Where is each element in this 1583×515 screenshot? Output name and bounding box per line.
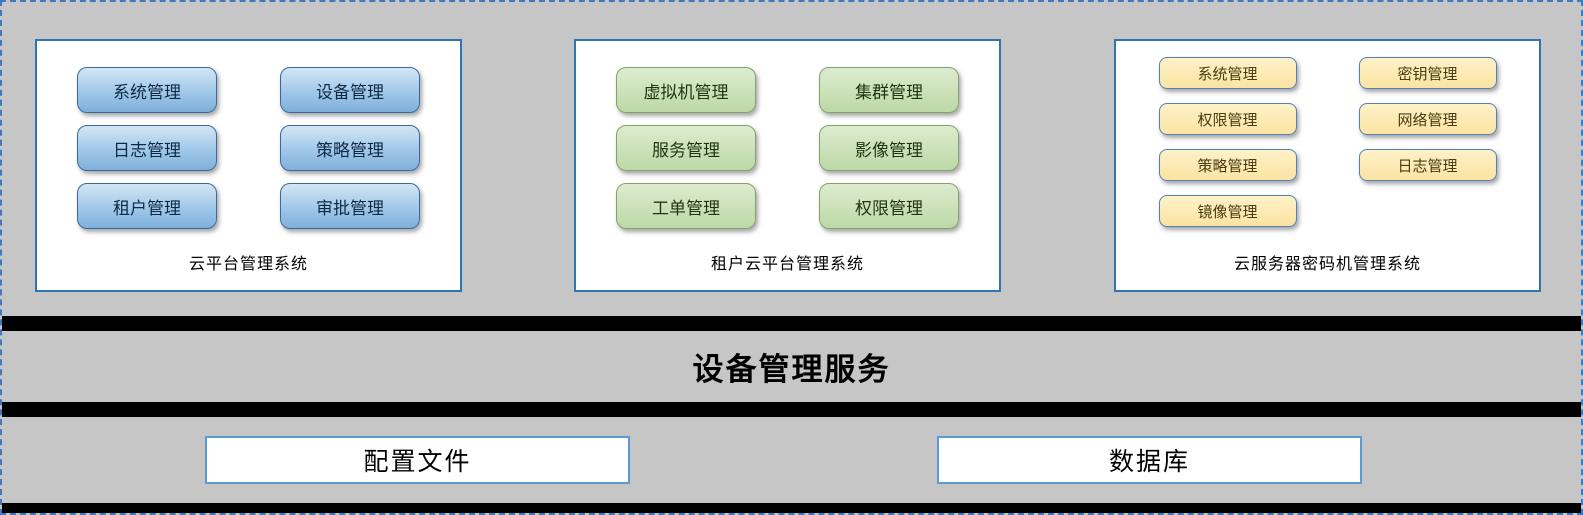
module-button: 虚拟机管理: [616, 67, 756, 113]
divider-bar: [2, 316, 1581, 331]
module-grid: 虚拟机管理 集群管理 服务管理 影像管理 工单管理 权限管理: [616, 67, 959, 229]
module-button: 影像管理: [819, 125, 959, 171]
module-button: 系统管理: [1158, 57, 1297, 89]
module-button: 日志管理: [77, 125, 217, 171]
module-button: 镜像管理: [1158, 195, 1297, 227]
divider-bar: [2, 503, 1581, 513]
module-button: 工单管理: [616, 183, 756, 229]
module-button: 服务管理: [616, 125, 756, 171]
device-management-service-band: 设备管理服务: [2, 331, 1581, 402]
panel-title: 云服务器密码机管理系统: [1233, 254, 1421, 273]
config-file-box: 配置文件: [205, 436, 630, 484]
module-button: 集群管理: [819, 67, 959, 113]
module-button: 系统管理: [77, 67, 217, 113]
module-button: 策略管理: [280, 125, 420, 171]
panel-title: 租户云平台管理系统: [710, 254, 864, 273]
panel-cloud-cipher-machine-system: 系统管理 密钥管理 权限管理 网络管理 策略管理 日志管理 镜像管理 云服务器密…: [1114, 39, 1541, 292]
module-button: 日志管理: [1358, 149, 1497, 181]
panel-cloud-platform-system: 系统管理 设备管理 日志管理 策略管理 租户管理 审批管理 云平台管理系统: [35, 39, 462, 292]
module-button: 网络管理: [1358, 103, 1497, 135]
divider-bar: [2, 402, 1581, 417]
module-button: 权限管理: [1158, 103, 1297, 135]
module-button: 权限管理: [819, 183, 959, 229]
module-grid: 系统管理 密钥管理 权限管理 网络管理 策略管理 日志管理 镜像管理: [1158, 57, 1497, 227]
database-box: 数据库: [937, 436, 1362, 484]
module-button: 设备管理: [280, 67, 420, 113]
module-button: 策略管理: [1158, 149, 1297, 181]
panel-tenant-cloud-platform-system: 虚拟机管理 集群管理 服务管理 影像管理 工单管理 权限管理 租户云平台管理系统: [574, 39, 1001, 292]
module-button: 密钥管理: [1358, 57, 1497, 89]
panel-title: 云平台管理系统: [188, 254, 308, 273]
module-grid: 系统管理 设备管理 日志管理 策略管理 租户管理 审批管理: [77, 67, 420, 229]
module-button: 审批管理: [280, 183, 420, 229]
module-button: 租户管理: [77, 183, 217, 229]
device-management-service-label: 设备管理服务: [692, 352, 891, 388]
